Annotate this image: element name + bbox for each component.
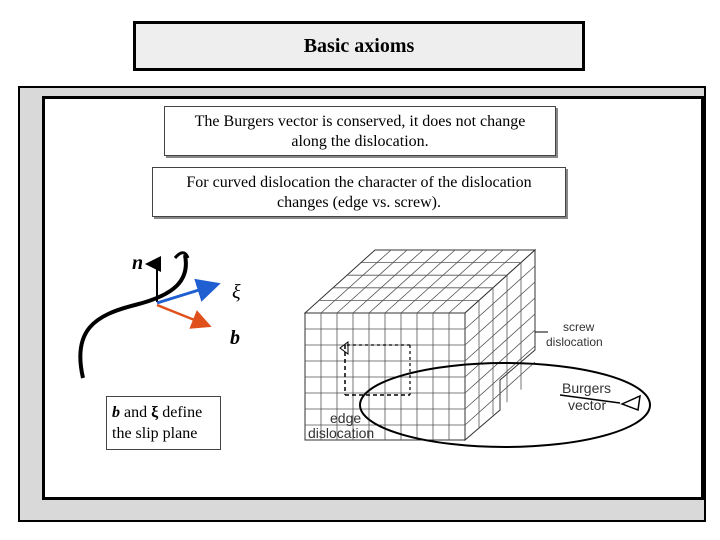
axiom-1-line-2: along the dislocation. [291,133,429,150]
burgers-label: b [230,327,240,349]
grid-line [464,329,536,394]
tangent-vector-arrow [156,278,221,305]
slip-plane-caption: b and ξ define the slip plane [106,396,221,450]
axiom-box-2: For curved dislocation the character of … [152,167,566,217]
burgers-vector-arrow [156,303,212,329]
axiom-2-line-2: changes (edge vs. screw). [277,194,441,211]
axiom-2-line-1: For curved dislocation the character of … [186,174,532,191]
caption-b-symbol: b [112,404,120,421]
dislocation-line [78,254,188,379]
grid-line [448,249,520,314]
edge-dislocation-line [344,345,410,396]
grid-line [384,249,456,314]
slide-title: Basic axioms [133,21,585,71]
caption-end-text: define [158,404,203,421]
tangent-label: ξ [232,281,241,303]
grid-line [416,249,488,314]
caption-mid-text: and [120,404,152,421]
edge-marker-icon [339,341,349,355]
edge-label-line-2: dislocation [308,425,374,441]
grid-line [464,281,536,346]
caption-line-2: the slip plane [112,425,198,442]
screw-label-line-1: screw [563,320,595,334]
axiom-1-line-1: The Burgers vector is conserved, it does… [194,113,526,130]
burgers-label-line-2: vector [568,397,606,413]
grid-line [464,297,536,362]
grid-line [336,249,408,314]
screw-dislocation-line [345,344,411,395]
slip-plane-ellipse [359,362,651,448]
caption-line-1: b and ξ define [112,402,220,423]
grid-line [368,249,440,314]
crystal-grid [305,249,536,440]
grid-line [320,249,392,314]
burgers-arrowhead-icon [620,394,641,412]
dislocation-line-hook [173,251,190,259]
grid-line [464,345,536,410]
grid-line [464,361,536,426]
edge-label-line-1: edge [330,410,361,426]
burgers-vector-arrow-crystal [559,394,621,404]
normal-label: n [132,252,144,274]
burgers-label-line-1: Burgers [562,380,611,396]
slide-title-text: Basic axioms [303,34,415,57]
grid-line [464,265,536,330]
grid-line [464,313,536,378]
screw-label-line-2: dislocation [546,335,603,349]
grid-line [432,249,504,314]
caption-xi-symbol: ξ [151,404,159,421]
grid-line [352,249,424,314]
axiom-box-1: The Burgers vector is conserved, it does… [164,106,556,156]
grid-line [400,249,472,314]
